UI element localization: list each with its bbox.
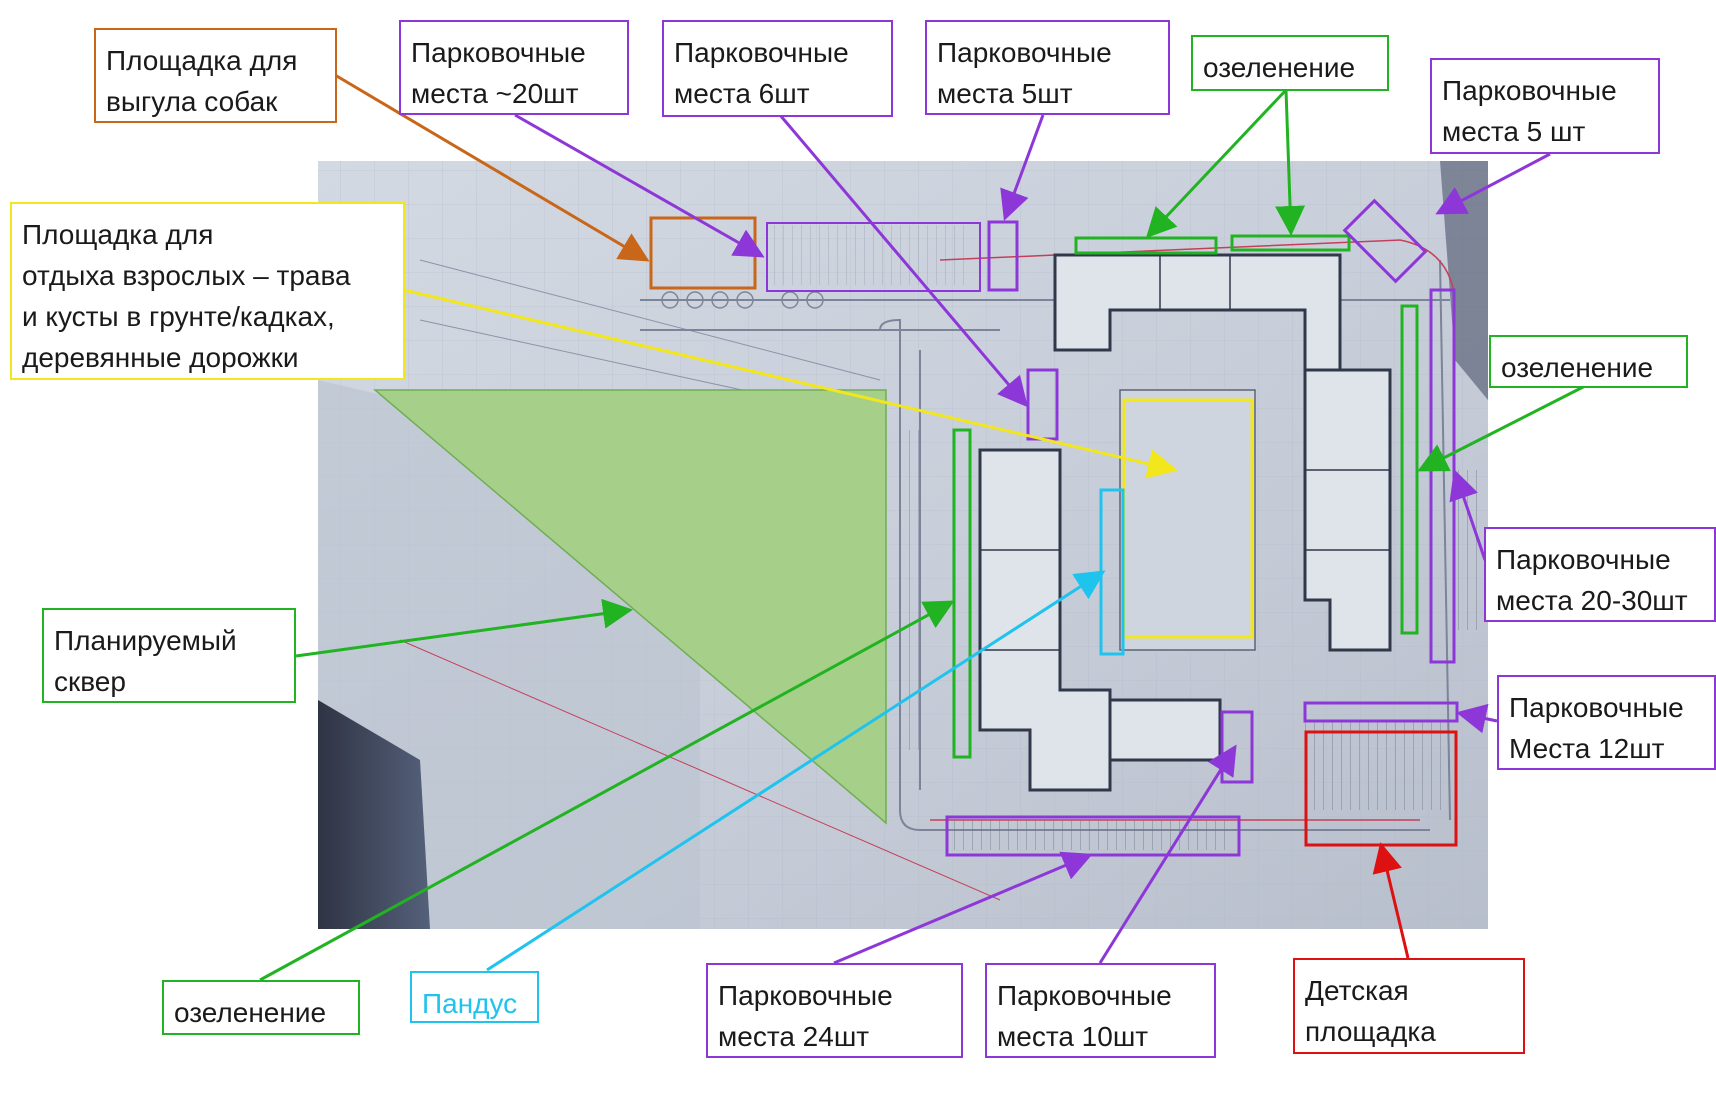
parking-10-arrow (1098, 744, 1237, 964)
parking-hatching (770, 225, 1480, 850)
parking-20-30-highlight (1429, 288, 1456, 664)
parking-10-label: Парковочные места 10шт (985, 963, 1216, 1058)
parking-10-highlight (1220, 710, 1254, 784)
parking-12-arrow (1456, 703, 1498, 734)
building-partitions (980, 255, 1390, 651)
adult-area-arrow (403, 288, 1178, 479)
greening-top-arrow-left (1145, 88, 1288, 239)
greening-left-highlight (952, 428, 972, 759)
ramp-arrow (486, 570, 1106, 972)
greening-top-left-highlight (1074, 236, 1218, 255)
parking-5-right-arrow (1435, 152, 1551, 215)
parking-20-30-label: Парковочные места 20-30шт (1484, 527, 1716, 622)
greening-right-label: озеленение (1489, 335, 1688, 388)
parking-6-highlight (1026, 368, 1059, 441)
parking-24-label: Парковочные места 24шт (706, 963, 963, 1058)
courtyard (1119, 389, 1256, 651)
dog-area-highlight (649, 216, 757, 290)
parking-20-arrow (514, 113, 765, 258)
greening-right-arrow (1417, 383, 1588, 472)
playground-arrow (1372, 842, 1410, 959)
parking-12-label: Парковочные Места 12шт (1497, 675, 1716, 770)
parking-24-highlight (945, 815, 1241, 857)
parking-5-top-highlight (987, 220, 1019, 292)
greening-bottom-label: озеленение (162, 980, 360, 1035)
planned-square-arrow (295, 598, 633, 658)
ramp-label: Пандус (410, 971, 539, 1023)
parking-20-label: Парковочные места ~20шт (399, 20, 629, 115)
parking-20-30-arrow (1449, 469, 1487, 561)
greening-right-highlight (1400, 304, 1419, 635)
greening-bottom-arrow (259, 600, 955, 982)
dog-area-arrow (334, 73, 650, 262)
playground-highlight (1304, 730, 1458, 847)
adult-area-label: Площадка для отдыха взрослых – трава и к… (10, 202, 405, 380)
parking-20-highlight (766, 222, 981, 292)
dog-area-label: Площадка для выгула собак (94, 28, 337, 123)
parking-12-highlight (1303, 701, 1459, 723)
parking-6-arrow (778, 114, 1028, 408)
parking-5-top-label: Парковочные места 5шт (925, 20, 1170, 115)
parking-5-right-label: Парковочные места 5 шт (1430, 58, 1660, 154)
greening-top-label: озеленение (1191, 35, 1389, 91)
building-outlines (978, 253, 1392, 792)
adult-area-highlight (1122, 398, 1254, 639)
parking-6-label: Парковочные места 6шт (662, 20, 893, 117)
parking-5-right-highlight (1342, 198, 1428, 284)
planned-square-area (372, 389, 887, 825)
planned-square-label: Планируемый сквер (42, 608, 296, 703)
greening-top-arrow-right (1275, 89, 1306, 236)
ramp-highlight (1099, 488, 1125, 656)
playground-label: Детская площадка (1293, 958, 1525, 1054)
greening-top-right-highlight (1230, 234, 1351, 252)
parking-24-arrow (833, 851, 1093, 965)
parking-5-top-arrow (1000, 114, 1045, 221)
